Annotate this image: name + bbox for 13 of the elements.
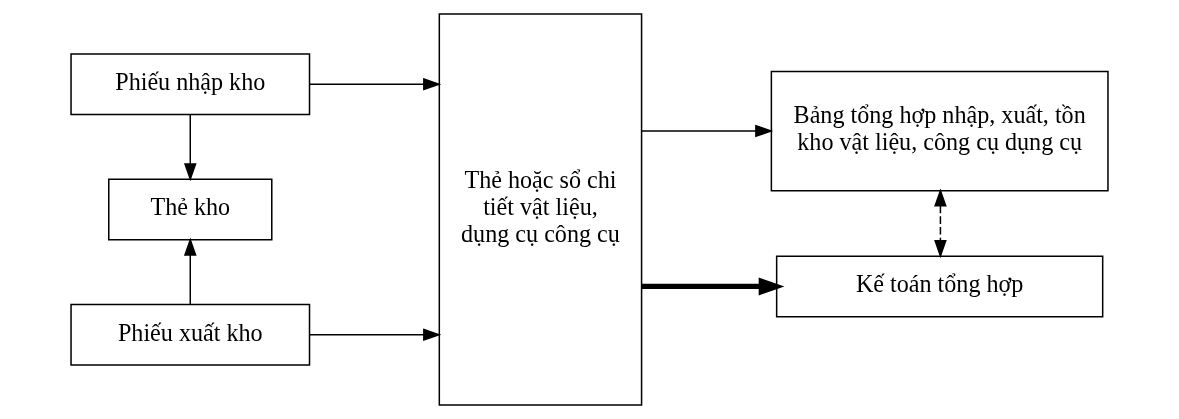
arrow — [183, 113, 197, 182]
arrow — [641, 277, 785, 296]
arrow — [309, 77, 442, 91]
node-box: Thẻ kho — [108, 178, 273, 241]
arrow — [934, 188, 947, 259]
node-box: Thẻ hoặc sổ chi tiết vật liệu, dụng cụ công cụ — [438, 13, 643, 406]
node-box: Kế toán tổng hợp — [775, 255, 1104, 318]
arrow — [183, 237, 197, 306]
node-box: Phiếu xuất kho — [70, 303, 311, 366]
arrow — [309, 328, 442, 342]
node-box: Phiếu nhập kho — [70, 53, 311, 116]
arrow — [640, 124, 774, 138]
node-box: Bảng tổng hợp nhập, xuất, tồn kho vật liệu, công cụ dụng cụ — [770, 70, 1109, 192]
